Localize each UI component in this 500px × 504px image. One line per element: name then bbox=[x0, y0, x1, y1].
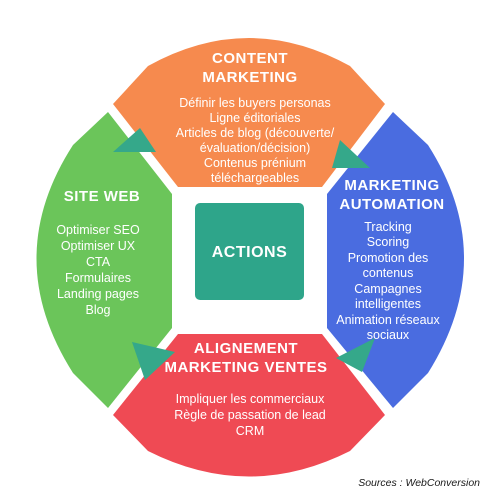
site-web-item: Blog bbox=[85, 303, 110, 317]
marketing-automation-item: contenus bbox=[363, 266, 414, 280]
content-marketing-item: Articles de blog (découverte/ bbox=[176, 126, 335, 140]
arrow-bottom-right-icon bbox=[336, 338, 375, 372]
alignement-items: Impliquer les commerciaux Règle de passa… bbox=[174, 392, 326, 438]
arrow-top-right-icon bbox=[332, 140, 370, 168]
marketing-automation-item: sociaux bbox=[367, 328, 410, 342]
site-web-item: Optimiser SEO bbox=[56, 223, 140, 237]
arrow-top-left-icon bbox=[113, 128, 156, 152]
site-web-item: Optimiser UX bbox=[61, 239, 136, 253]
site-web-segment bbox=[36, 112, 172, 408]
alignement-item: CRM bbox=[236, 424, 264, 438]
alignement-item: Règle de passation de lead bbox=[174, 408, 326, 422]
arrow-bottom-left-icon bbox=[132, 342, 175, 380]
source-credit: Sources : WebConversion bbox=[358, 477, 480, 489]
marketing-automation-item: Campagnes bbox=[354, 282, 421, 296]
marketing-automation-item: Animation réseaux bbox=[336, 313, 440, 327]
content-marketing-item: Contenus prénium bbox=[204, 156, 306, 170]
marketing-automation-item: Tracking bbox=[364, 220, 412, 234]
alignement-marketing-ventes-segment bbox=[113, 334, 385, 477]
content-marketing-segment bbox=[113, 38, 385, 187]
alignement-title-line1: ALIGNEMENT bbox=[194, 340, 298, 357]
alignement-title-line2: MARKETING VENTES bbox=[164, 359, 327, 376]
site-web-item: CTA bbox=[86, 255, 111, 269]
site-web-item: Landing pages bbox=[57, 287, 139, 301]
actions-center-square bbox=[195, 203, 304, 300]
site-web-items: Optimiser SEO Optimiser UX CTA Formulair… bbox=[56, 223, 140, 317]
marketing-automation-title-line1: MARKETING bbox=[344, 177, 439, 194]
content-marketing-item: téléchargeables bbox=[211, 171, 299, 185]
marketing-automation-item: Scoring bbox=[367, 235, 409, 249]
actions-label: ACTIONS bbox=[212, 244, 288, 261]
marketing-automation-segment bbox=[327, 112, 464, 408]
marketing-automation-item: Promotion des bbox=[348, 251, 429, 265]
site-web-item: Formulaires bbox=[65, 271, 131, 285]
content-marketing-item: évaluation/décision) bbox=[200, 141, 311, 155]
content-marketing-item: Définir les buyers personas bbox=[179, 96, 330, 110]
marketing-automation-item: intelligentes bbox=[355, 297, 421, 311]
marketing-automation-title-line2: AUTOMATION bbox=[339, 196, 444, 213]
content-marketing-title-line1: CONTENT bbox=[212, 50, 288, 67]
content-marketing-title-line2: MARKETING bbox=[202, 69, 297, 86]
marketing-automation-items: Tracking Scoring Promotion des contenus … bbox=[336, 220, 440, 342]
content-marketing-item: Ligne éditoriales bbox=[209, 111, 300, 125]
site-web-title: SITE WEB bbox=[64, 188, 141, 205]
content-marketing-items: Définir les buyers personas Ligne éditor… bbox=[176, 96, 335, 185]
alignement-item: Impliquer les commerciaux bbox=[176, 392, 325, 406]
